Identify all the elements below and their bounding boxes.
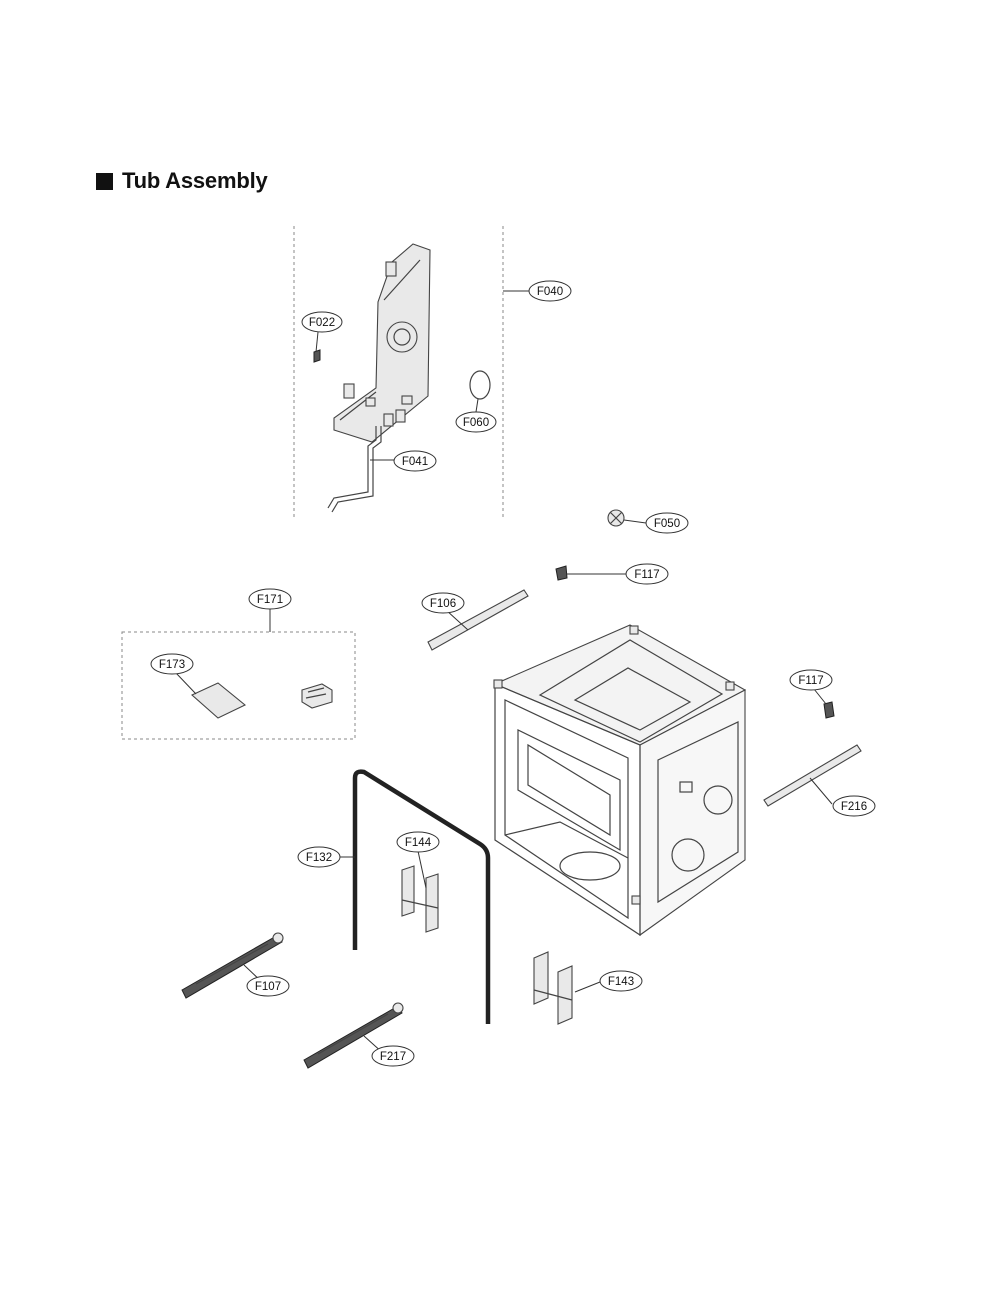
svg-text:F106: F106 [430, 598, 456, 610]
f216-rail-part [763, 744, 862, 807]
f143-leader [574, 981, 601, 993]
f060-leader [475, 398, 479, 413]
callout-f041: F041 [393, 450, 437, 472]
callout-f060: F060 [455, 411, 497, 433]
plate-port-outer [386, 321, 418, 353]
callout-f050: F050 [645, 512, 689, 534]
f217-rail-part [303, 1002, 404, 1069]
hose-part-outer [327, 426, 377, 509]
callout-f107: F107 [246, 975, 290, 997]
f216-leader [809, 777, 833, 805]
f132-gasket-part [352, 769, 491, 1024]
svg-text:F143: F143 [608, 976, 634, 988]
callout-f106: F106 [421, 592, 465, 614]
f117-right-leader [813, 688, 827, 705]
square-bullet-icon [96, 172, 113, 190]
svg-text:F117: F117 [798, 675, 823, 687]
f107-rail-part [181, 932, 284, 999]
plate-connector-2 [365, 397, 376, 407]
svg-text:F117: F117 [634, 569, 659, 581]
callout-f040: F040 [528, 280, 572, 302]
f144-leader [417, 850, 427, 889]
svg-text:F216: F216 [841, 801, 867, 813]
svg-text:F171: F171 [257, 594, 283, 606]
f173-leader [175, 672, 197, 695]
f022-leader [315, 331, 319, 353]
kit-bracket-part [301, 683, 333, 709]
svg-text:F041: F041 [402, 456, 428, 468]
section-heading: Tub Assembly [96, 168, 268, 194]
f171-kit-box [121, 631, 356, 740]
svg-text:F060: F060 [463, 417, 489, 429]
plate-tab-top [385, 261, 397, 277]
hose-part-inner [331, 426, 382, 513]
f060-oring-part [469, 370, 491, 400]
plate-port-inner [393, 328, 411, 346]
svg-text:F050: F050 [654, 518, 680, 530]
f117-top-pin-part [555, 565, 568, 581]
plate-cap-2 [395, 409, 406, 423]
spray-plate-part [333, 243, 431, 443]
svg-text:F040: F040 [537, 286, 563, 298]
callout-f173: F173 [150, 653, 194, 675]
svg-text:F132: F132 [306, 852, 332, 864]
f144-hinge-part [401, 865, 439, 933]
callout-f132: F132 [297, 846, 341, 868]
svg-text:F144: F144 [405, 837, 432, 849]
svg-text:F217: F217 [380, 1051, 406, 1063]
callout-f117-right: F117 [789, 669, 833, 691]
callout-f144: F144 [396, 831, 440, 853]
callout-f216: F216 [832, 795, 876, 817]
svg-text:F173: F173 [159, 659, 185, 671]
callout-f117-top: F117 [625, 563, 669, 585]
f106-leader [445, 609, 469, 631]
f050-leader [623, 519, 647, 524]
section-title: Tub Assembly [122, 168, 268, 193]
f173-sheet-part [191, 682, 247, 719]
svg-text:F107: F107 [255, 981, 281, 993]
f050-fitting-part [607, 509, 625, 527]
tub-body-part [493, 624, 747, 937]
f143-hinge-part [533, 951, 573, 1025]
callout-f171: F171 [248, 588, 292, 610]
f117-right-clip-part [823, 701, 835, 719]
plate-connector [401, 395, 413, 405]
plate-tab-bottom [343, 383, 355, 399]
f022-clip-part [313, 349, 321, 363]
f106-rail-part [427, 589, 529, 651]
callout-f022: F022 [301, 311, 343, 333]
svg-text:F022: F022 [309, 317, 335, 329]
callout-f143: F143 [599, 970, 643, 992]
plate-cap-1 [383, 413, 394, 427]
callout-f217: F217 [371, 1045, 415, 1067]
